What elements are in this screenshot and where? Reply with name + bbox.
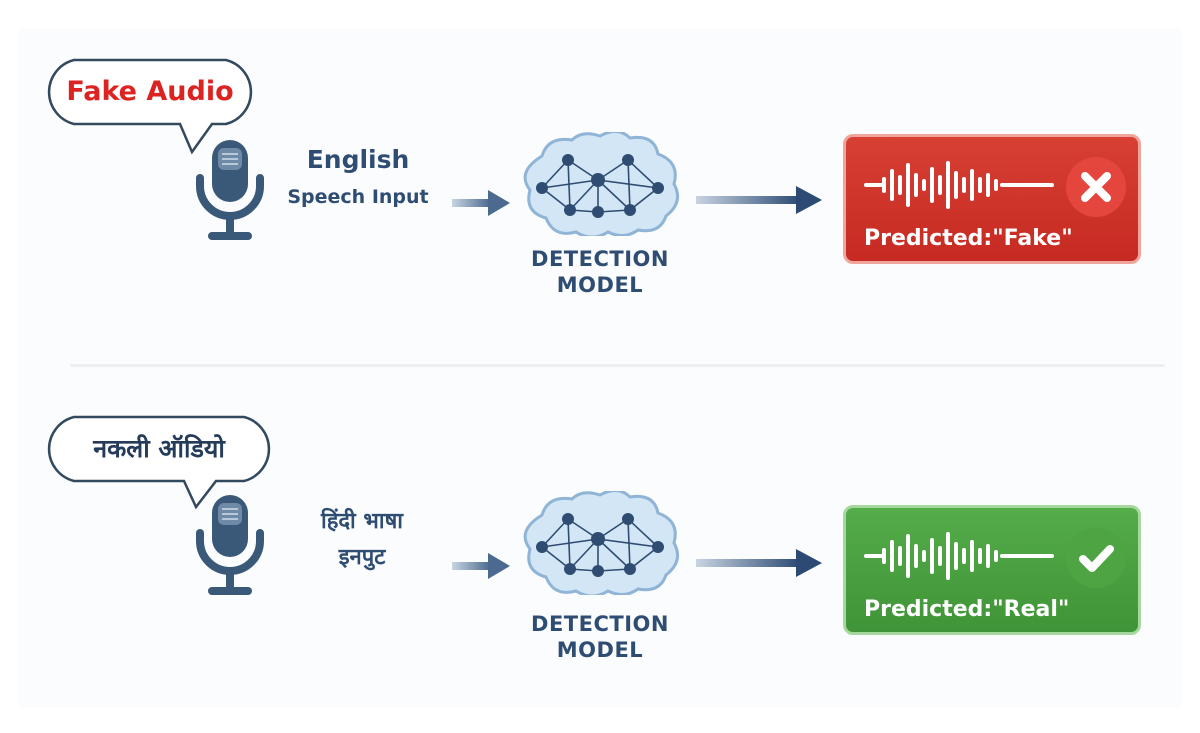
input-language-title: English [306, 145, 410, 174]
model-label-line2: MODEL [556, 638, 644, 662]
english-row: Fake Audio English Speech Input [0, 0, 1200, 340]
arrow-right-icon [696, 549, 822, 577]
arrow-right-icon [452, 553, 510, 579]
model-label-line1: DETECTION [531, 612, 669, 636]
neural-network-brain-icon [523, 132, 680, 236]
bubble-label: नकली ऑडियो [93, 434, 225, 463]
bubble-label: Fake Audio [66, 75, 234, 107]
prediction-result-real: Predicted:"Real" [843, 505, 1141, 635]
model-label-line2: MODEL [556, 273, 644, 297]
input-language-title: हिंदी भाषा [321, 509, 403, 534]
prediction-result-fake: Predicted:"Fake" [843, 134, 1141, 264]
neural-network-brain-icon [523, 491, 680, 595]
row-divider [70, 364, 1165, 367]
arrow-right-icon [696, 186, 822, 214]
check-mark-icon [1079, 545, 1114, 572]
waveform-icon [864, 161, 1054, 209]
input-language-label: हिंदी भाषा इनपुट [272, 503, 452, 575]
prediction-label: Predicted:"Fake" [864, 226, 1073, 251]
speech-bubble-shape [47, 415, 271, 510]
detection-model-label: DETECTION MODEL [500, 611, 700, 663]
arrow-right-icon [452, 190, 510, 216]
model-label-line1: DETECTION [531, 247, 669, 271]
microphone-icon [196, 140, 264, 240]
x-mark-icon [1081, 172, 1111, 202]
speech-bubble-shape [47, 58, 253, 155]
input-language-subtitle: इनपुट [338, 545, 386, 570]
hindi-row: नकली ऑडियो हिंदी भाषा इनपुट [0, 365, 1200, 705]
microphone-icon [196, 495, 264, 595]
check-mark-badge [1066, 528, 1126, 588]
input-language-label: English Speech Input [268, 142, 448, 212]
input-language-subtitle: Speech Input [287, 186, 429, 208]
prediction-label: Predicted:"Real" [864, 597, 1070, 622]
waveform-icon [864, 532, 1054, 580]
x-mark-badge [1066, 157, 1126, 217]
detection-model-label: DETECTION MODEL [500, 246, 700, 298]
